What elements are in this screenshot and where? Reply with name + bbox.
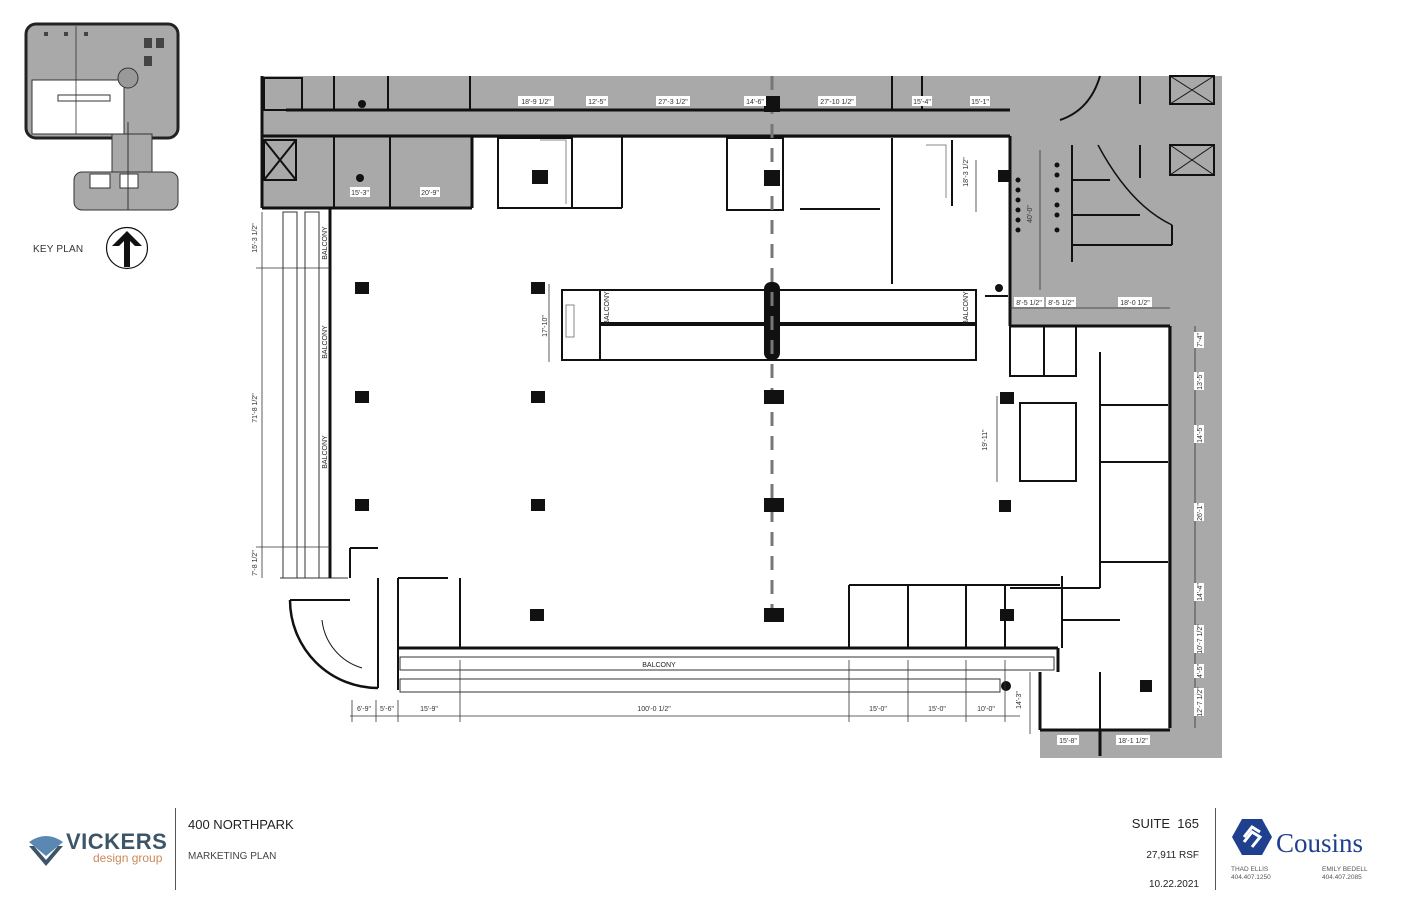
svg-text:7'-4": 7'-4"	[1197, 333, 1204, 347]
key-plan-thumbnail	[24, 22, 180, 211]
svg-text:15'-8": 15'-8"	[1059, 738, 1077, 745]
footer-divider-left	[175, 808, 176, 890]
svg-text:71'-8 1/2": 71'-8 1/2"	[252, 393, 259, 423]
north-arrow-icon	[105, 226, 149, 270]
west-balcony	[280, 211, 348, 579]
vickers-wordmark: VICKERS	[66, 829, 168, 854]
svg-text:18'-1 1/2": 18'-1 1/2"	[1118, 738, 1148, 745]
svg-text:14'-3": 14'-3"	[1016, 691, 1023, 709]
svg-text:15'-1": 15'-1"	[971, 99, 989, 106]
svg-text:100'-0 1/2": 100'-0 1/2"	[637, 706, 671, 713]
svg-text:15'-9": 15'-9"	[420, 706, 438, 713]
svg-text:17'-10": 17'-10"	[542, 315, 549, 337]
contact-1: THAD ELLIS 404.407.1250	[1231, 866, 1271, 882]
svg-text:7'-8 1/2": 7'-8 1/2"	[252, 550, 259, 576]
svg-text:18'-3 1/2": 18'-3 1/2"	[963, 157, 970, 187]
svg-text:BALCONY: BALCONY	[604, 291, 611, 325]
svg-text:10'-7 1/2": 10'-7 1/2"	[1197, 624, 1204, 654]
svg-text:13'-5": 13'-5"	[1197, 372, 1204, 390]
svg-text:19'-11": 19'-11"	[982, 429, 989, 451]
key-plan-label: KEY PLAN	[33, 244, 84, 255]
svg-text:26'-1": 26'-1"	[1197, 503, 1204, 521]
suite-area: 27,911 RSF	[1146, 850, 1199, 861]
svg-text:4'-5": 4'-5"	[1197, 664, 1204, 678]
cousins-logo-icon	[1232, 819, 1272, 855]
contact-1-name: THAD ELLIS	[1231, 866, 1269, 873]
svg-text:18'-0 1/2": 18'-0 1/2"	[1120, 300, 1150, 307]
contact-2-phone: 404.407.2085	[1322, 874, 1362, 881]
svg-text:8'-5 1/2": 8'-5 1/2"	[1048, 300, 1074, 307]
spiral-stair	[288, 578, 399, 690]
common-area	[262, 76, 1222, 758]
svg-text:15'-0": 15'-0"	[869, 706, 887, 713]
svg-text:BALCONY: BALCONY	[322, 325, 329, 359]
svg-text:12'-7 1/2": 12'-7 1/2"	[1197, 687, 1204, 717]
svg-text:BALCONY: BALCONY	[322, 226, 329, 260]
svg-text:15'-0": 15'-0"	[928, 706, 946, 713]
svg-text:18'-9 1/2": 18'-9 1/2"	[521, 99, 551, 106]
svg-text:BALCONY: BALCONY	[963, 291, 970, 325]
svg-text:15'-3 1/2": 15'-3 1/2"	[252, 223, 259, 253]
svg-text:BALCONY: BALCONY	[642, 662, 676, 669]
svg-text:14'-6": 14'-6"	[746, 99, 764, 106]
svg-text:14'-4": 14'-4"	[1197, 583, 1204, 601]
svg-text:15'-4": 15'-4"	[913, 99, 931, 106]
contact-2-name: EMILY BEDELL	[1322, 866, 1368, 873]
contact-1-phone: 404.407.1250	[1231, 874, 1271, 881]
svg-text:BALCONY: BALCONY	[322, 435, 329, 469]
columns	[355, 96, 1152, 692]
footer-divider-right	[1215, 808, 1216, 890]
svg-text:12'-5": 12'-5"	[588, 99, 606, 106]
svg-text:5'-6": 5'-6"	[380, 706, 394, 713]
vickers-logo-icon	[29, 836, 63, 866]
svg-text:15'-3": 15'-3"	[351, 190, 369, 197]
svg-text:40'-0": 40'-0"	[1027, 205, 1034, 223]
south-balcony	[399, 656, 1055, 693]
floor-plan: 18'-9 1/2" 12'-5" 27'-3 1/2" 14'-6" 27'-…	[252, 75, 1222, 758]
svg-text:6'-9": 6'-9"	[357, 706, 371, 713]
svg-text:10'-0": 10'-0"	[977, 706, 995, 713]
svg-text:27'-3 1/2": 27'-3 1/2"	[658, 99, 688, 106]
contact-2: EMILY BEDELL 404.407.2085	[1322, 866, 1368, 882]
cousins-wordmark: Cousins	[1276, 828, 1364, 858]
project-subtitle: MARKETING PLAN	[188, 851, 277, 862]
vickers-tagline: design group	[93, 851, 163, 865]
svg-text:8'-5 1/2": 8'-5 1/2"	[1016, 300, 1042, 307]
svg-text:14'-5": 14'-5"	[1197, 425, 1204, 443]
svg-text:20'-9": 20'-9"	[421, 190, 439, 197]
suite-number: SUITE 165	[1131, 816, 1199, 831]
svg-text:27'-10 1/2": 27'-10 1/2"	[820, 99, 854, 106]
project-name: 400 NORTHPARK	[188, 817, 294, 832]
plan-date: 10.22.2021	[1148, 879, 1199, 890]
